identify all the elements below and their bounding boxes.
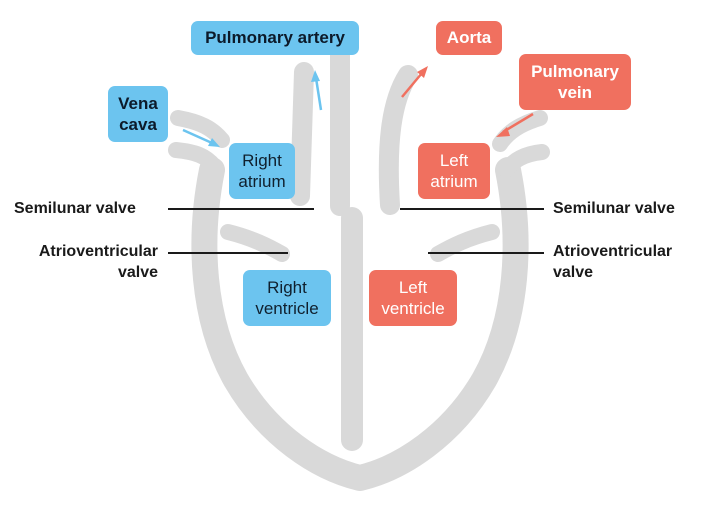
vena-cava-text-line1: Vena	[118, 93, 158, 113]
blood-flow-arrows	[182, 66, 534, 147]
av-valve-left-text-line2: valve	[117, 263, 158, 281]
vena-cava-arrow	[182, 128, 213, 145]
left-ventricle-text-line2: ventricle	[381, 299, 445, 318]
right-atrium-text-line2: atrium	[238, 172, 286, 191]
vena-cava-arrowhead	[208, 138, 220, 147]
av-valve-left-text-line1: Atrioventricular	[38, 243, 158, 260]
right-ventricle-text-line2: ventricle	[255, 299, 319, 318]
semilunar-valve-right-label: Semilunar valve	[553, 199, 675, 220]
left-atrium-label: Left atrium	[418, 143, 490, 199]
vena-cava-label: Vena cava	[108, 86, 168, 142]
semilunar-valve-right-text: Semilunar valve	[553, 200, 675, 217]
pulmonary-artery-text: Pulmonary artery	[205, 28, 345, 48]
right-atrium-text-line1: Right	[242, 150, 282, 170]
pulmonary-vein-text-line1: Pulmonary	[531, 61, 619, 81]
semilunar-valve-left-text: Semilunar valve	[14, 200, 136, 217]
vena-cava-text-line2: cava	[119, 115, 157, 134]
right-ventricle-label: Right ventricle	[243, 270, 331, 326]
left-atrium-text-line2: atrium	[430, 172, 478, 191]
aorta-arrow	[401, 72, 423, 98]
left-ventricle-label: Left ventricle	[369, 270, 457, 326]
left-ventricle-text-line1: Left	[398, 277, 428, 297]
pointer-lines	[168, 208, 544, 254]
pulmonary-artery-arrowhead	[311, 70, 320, 82]
left-atrium-text-line1: Left	[439, 150, 469, 170]
aorta-text: Aorta	[446, 28, 492, 48]
pulmonary-artery-label: Pulmonary artery	[191, 21, 359, 55]
pulmonary-vein-arrow	[502, 112, 534, 134]
av-valve-right-text-line1: Atrioventricular	[553, 243, 673, 260]
heart-outline	[168, 40, 550, 491]
av-valve-right-text-line2: valve	[553, 263, 594, 281]
right-atrium-label: Right atrium	[229, 143, 295, 199]
pulmonary-vein-arrowhead	[496, 127, 510, 137]
aorta-arrowhead	[417, 66, 428, 78]
pulmonary-artery-arrow	[314, 77, 323, 111]
semilunar-valve-left-label: Semilunar valve	[14, 199, 136, 220]
aorta-label: Aorta	[436, 21, 502, 55]
right-ventricle-text-line1: Right	[267, 277, 307, 297]
pulmonary-vein-label: Pulmonary vein	[519, 54, 631, 110]
av-valve-left-label: Atrioventricular valve	[16, 242, 158, 284]
av-valve-right-label: Atrioventricular valve	[553, 242, 672, 284]
pulmonary-vein-text-line2: vein	[557, 83, 593, 102]
